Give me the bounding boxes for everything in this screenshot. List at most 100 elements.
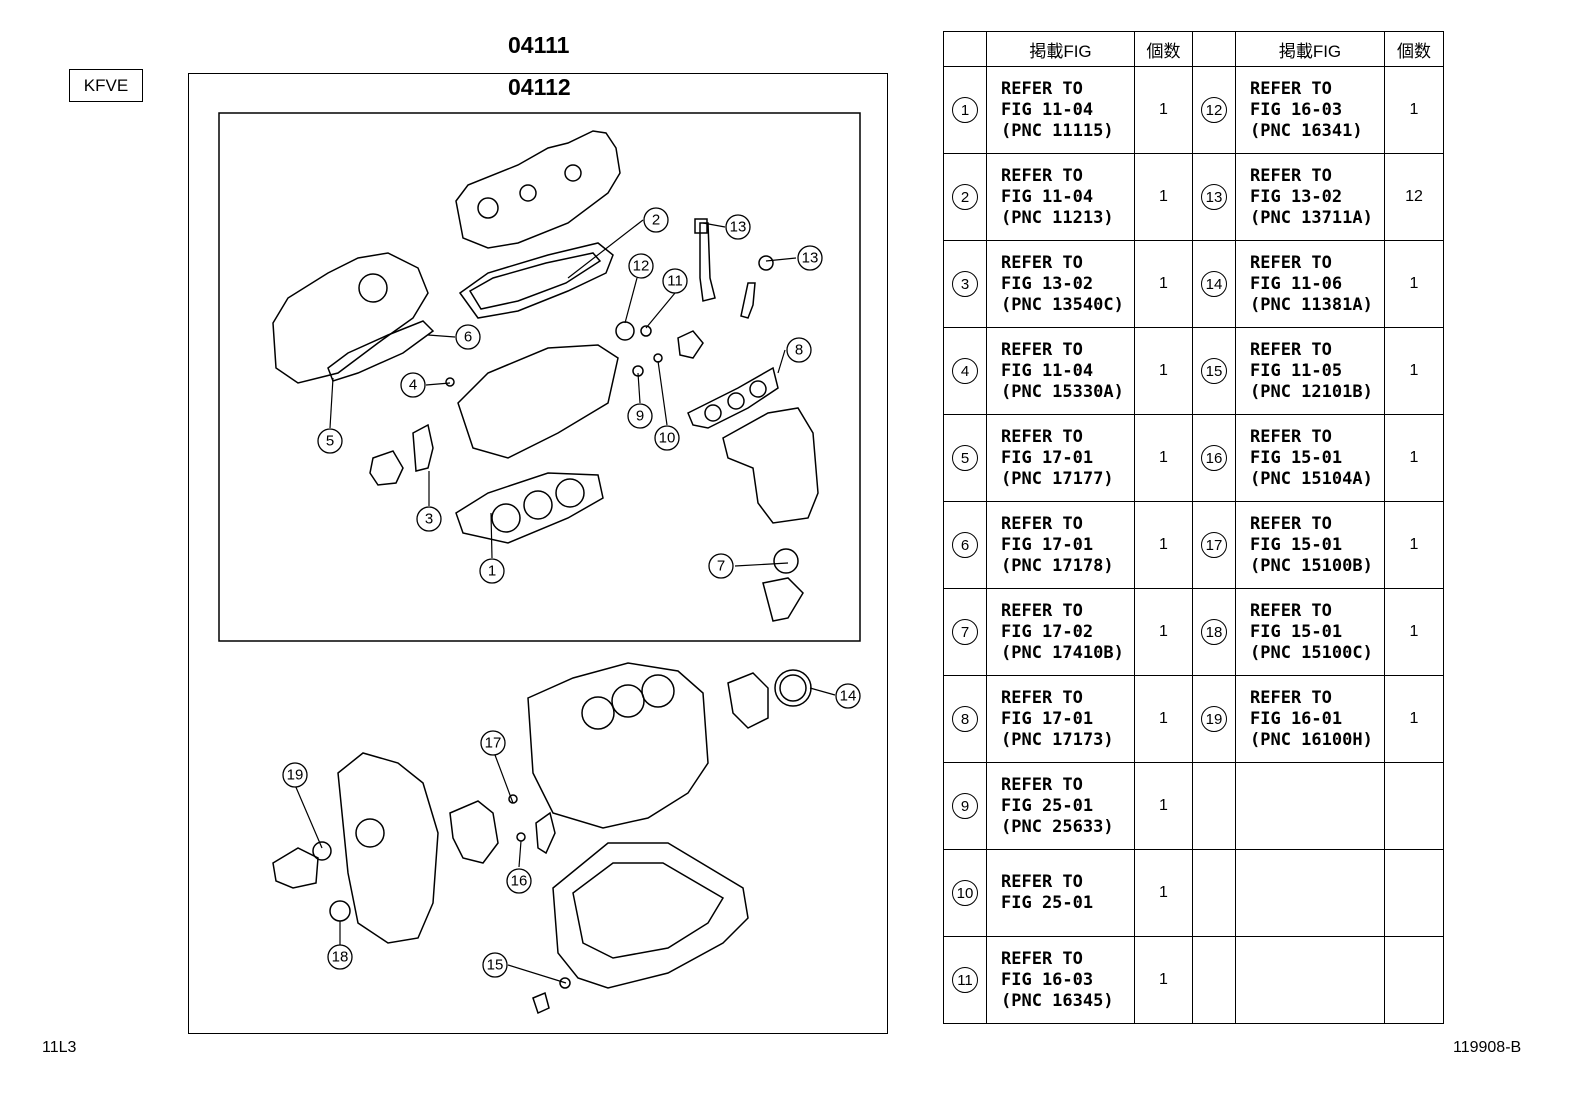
svg-text:9: 9	[636, 408, 644, 425]
reference-line: FIG 11-04	[1001, 99, 1094, 120]
row-right-qty-cell: 1	[1384, 675, 1444, 763]
reference-line: REFER TO	[1250, 339, 1332, 360]
reference-line: REFER TO	[1001, 78, 1083, 99]
reference-line: REFER TO	[1250, 687, 1332, 708]
reference-line: REFER TO	[1001, 687, 1083, 708]
callout-17: 17	[480, 730, 506, 756]
water-pump	[272, 847, 319, 889]
row-right-reference-cell	[1235, 849, 1385, 937]
row-right-reference-cell	[1235, 762, 1385, 850]
row-right-qty-cell: 1	[1384, 240, 1444, 328]
row-right-number-cell: 18	[1192, 588, 1236, 676]
part-number-circle: 16	[1201, 445, 1227, 471]
svg-text:5: 5	[326, 433, 334, 450]
row-left-number-cell: 1	[943, 66, 987, 154]
reference-line: FIG 15-01	[1250, 447, 1343, 468]
part-number-circle: 15	[1201, 358, 1227, 384]
row-left-qty-cell: 1	[1134, 588, 1193, 676]
reference-line: FIG 15-01	[1250, 621, 1343, 642]
svg-text:13: 13	[730, 219, 747, 236]
intake-manifold	[272, 252, 429, 384]
row-left-number-cell: 7	[943, 588, 987, 676]
page-code: 11L3	[42, 1039, 77, 1056]
row-right-number-cell	[1192, 762, 1236, 850]
part-number-circle: 3	[952, 271, 978, 297]
cylinder-head-gasket	[455, 472, 604, 544]
reference-line: REFER TO	[1001, 252, 1083, 273]
part-number-circle: 14	[1201, 271, 1227, 297]
reference-line: (PNC 16341)	[1250, 120, 1363, 141]
part-number-circle: 10	[952, 880, 978, 906]
part-number-circle: 12	[1201, 97, 1227, 123]
header-num-left	[943, 31, 987, 67]
cylinder-head	[457, 344, 619, 459]
callout-2: 2	[643, 207, 669, 233]
row-right-number-cell: 16	[1192, 414, 1236, 502]
reference-line: FIG 25-01	[1001, 893, 1094, 913]
row-left-qty-cell: 1	[1134, 675, 1193, 763]
row-left-qty-cell: 1	[1134, 153, 1193, 241]
reference-line: (PNC 11213)	[1001, 207, 1114, 228]
part-number-circle: 4	[952, 358, 978, 384]
reference-line: FIG 11-05	[1250, 360, 1343, 381]
reference-line: REFER TO	[1001, 339, 1083, 360]
check-valve	[677, 330, 704, 359]
reference-line: FIG 16-03	[1250, 99, 1343, 120]
reference-line: REFER TO	[1250, 513, 1332, 534]
callout-18: 18	[327, 944, 353, 970]
reference-line: FIG 16-03	[1001, 969, 1094, 990]
row-right-qty-cell: 1	[1384, 588, 1444, 676]
valve-stem-seal	[694, 218, 708, 234]
timing-chain-cover	[337, 752, 439, 944]
callout-5: 5	[317, 428, 343, 454]
engine-code-box: KFVE	[69, 69, 143, 102]
row-left-qty-cell: 1	[1134, 849, 1193, 937]
reference-line: (PNC 16100H)	[1250, 729, 1373, 750]
reference-line: (PNC 13711A)	[1250, 207, 1373, 228]
reference-line: REFER TO	[1001, 948, 1083, 969]
row-right-qty-cell: 1	[1384, 327, 1444, 415]
part-number-circle: 19	[1201, 706, 1227, 732]
reference-line: FIG 17-01	[1001, 447, 1094, 468]
row-left-number-cell: 4	[943, 327, 987, 415]
callout-16: 16	[506, 868, 532, 894]
reference-line: (PNC 13540C)	[1001, 294, 1124, 315]
svg-text:1: 1	[488, 563, 496, 580]
svg-text:14: 14	[840, 688, 857, 705]
oil-pump	[449, 800, 499, 864]
svg-text:11: 11	[667, 273, 683, 290]
part-number-circle: 13	[1201, 184, 1227, 210]
reference-line: FIG 17-01	[1001, 534, 1094, 555]
row-right-qty-cell	[1384, 936, 1444, 1024]
header-num-right	[1192, 31, 1236, 67]
reference-line: REFER TO	[1250, 600, 1332, 621]
o-ring-10	[653, 353, 663, 363]
svg-text:13: 13	[802, 250, 819, 267]
reference-line: FIG 11-04	[1001, 360, 1094, 381]
row-left-qty-cell: 1	[1134, 240, 1193, 328]
svg-text:16: 16	[511, 873, 528, 890]
reference-line: REFER TO	[1250, 426, 1332, 447]
oil-seal-retainer	[727, 672, 769, 729]
row-left-qty-cell: 1	[1134, 762, 1193, 850]
reference-line: (PNC 16345)	[1001, 990, 1114, 1011]
seal-4	[445, 377, 455, 387]
reference-line: (PNC 17178)	[1001, 555, 1114, 576]
row-right-qty-cell: 1	[1384, 414, 1444, 502]
row-left-qty-cell: 1	[1134, 66, 1193, 154]
